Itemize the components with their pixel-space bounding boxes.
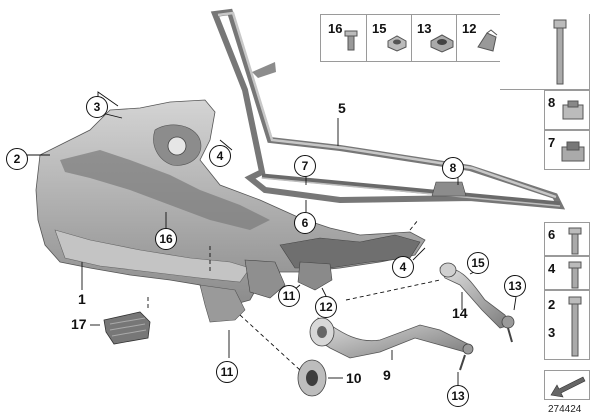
part-label-17: 17 <box>71 316 87 332</box>
bolt-6-icon <box>568 227 582 255</box>
tile-6-number: 6 <box>548 227 556 242</box>
tile-4-number: 4 <box>548 261 556 276</box>
tile-15-number: 15 <box>372 21 387 36</box>
reference-number: 274424 <box>548 404 582 415</box>
part-label-9: 9 <box>383 367 391 383</box>
callout-7: 7 <box>294 155 316 177</box>
callout-6: 6 <box>294 212 316 234</box>
front-subframe <box>35 99 426 323</box>
leader-lines <box>24 91 517 385</box>
callout-4: 4 <box>209 145 231 167</box>
reinforcement-frame <box>210 8 566 210</box>
tile-13: 13 <box>411 15 457 61</box>
tile-16-number: 16 <box>328 21 343 36</box>
tile-8-number: 8 <box>548 95 556 110</box>
bolt-4-icon <box>568 261 582 289</box>
tile-2-3: 2 3 <box>544 290 590 360</box>
callout-16: 16 <box>155 228 177 250</box>
direction-arrow-box <box>544 370 590 400</box>
callout-11-lower: 11 <box>216 361 238 383</box>
tile-2-number: 2 <box>548 297 556 312</box>
tile-15: 15 <box>366 15 412 61</box>
callout-4-right: 4 <box>392 256 414 278</box>
callout-12: 12 <box>315 296 337 318</box>
clip-nut-icon <box>477 29 498 52</box>
tile-8: 8 <box>544 90 590 130</box>
tile-7: 7 <box>544 130 590 170</box>
hex-nut-icon <box>430 34 454 53</box>
callout-15: 15 <box>467 252 489 274</box>
tile-3-number: 3 <box>548 325 556 340</box>
bolt-icon <box>553 19 567 85</box>
protection-plate <box>103 311 151 345</box>
bracket-nut-icon <box>562 100 584 120</box>
callout-3: 3 <box>86 96 108 118</box>
tile-7-number: 7 <box>548 135 556 150</box>
callout-11-middle: 11 <box>278 285 300 307</box>
direction-arrow-icon <box>550 376 586 398</box>
tile-12: 12 <box>456 15 502 61</box>
tile-13-number: 13 <box>417 21 432 36</box>
callout-2: 2 <box>6 148 28 170</box>
callout-8: 8 <box>442 157 464 179</box>
callout-13-upper: 13 <box>504 275 526 297</box>
tile-6: 6 <box>544 222 590 256</box>
tile-16: 16 <box>321 15 366 61</box>
tile-4: 4 <box>544 256 590 290</box>
rivet-nut-icon <box>344 30 358 51</box>
control-arms <box>309 262 515 371</box>
bushing <box>297 359 327 397</box>
part-label-14: 14 <box>452 305 468 321</box>
cage-nut-icon <box>561 141 585 162</box>
collar-nut-icon <box>387 35 407 52</box>
bolt-11-column <box>500 14 590 90</box>
bolt-2-3-icon <box>568 296 582 357</box>
tile-12-number: 12 <box>462 21 477 36</box>
part-label-5: 5 <box>338 100 346 116</box>
callout-13-lower: 13 <box>447 385 469 407</box>
part-label-1: 1 <box>78 291 86 307</box>
part-label-10: 10 <box>346 370 362 386</box>
